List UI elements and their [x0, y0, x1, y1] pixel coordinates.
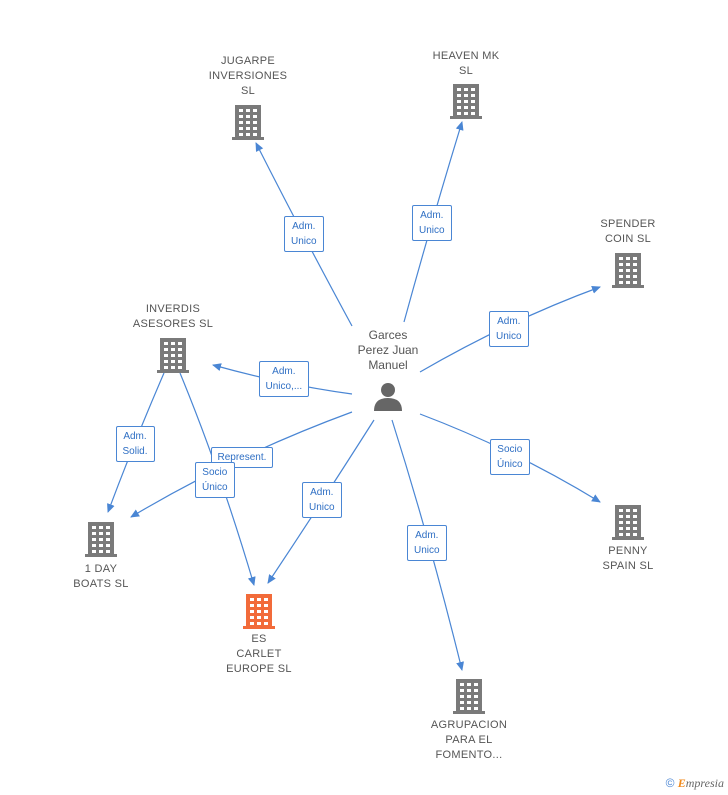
person-icon[interactable] [374, 383, 402, 411]
node-label-penny[interactable]: PENNY SPAIN SL [568, 544, 688, 574]
node-label-line: CARLET [236, 648, 282, 660]
node-label-line: HEAVEN MK [432, 50, 500, 62]
company-building-icon[interactable] [450, 84, 482, 119]
copyright-symbol: © [665, 776, 675, 790]
edge-label-person-to-spender[interactable]: Adm. Unico [489, 311, 529, 347]
node-label-spender[interactable]: SPENDER COIN SL [568, 217, 688, 247]
node-label-line: JUGARPE [220, 55, 276, 67]
edge-label-line: Socio [202, 467, 228, 478]
node-label-line: PENNY [608, 545, 648, 557]
edge-label-line: Solid. [122, 446, 148, 457]
edge-label-person-to-escarlet[interactable]: Adm. Unico [302, 482, 342, 518]
company-building-icon[interactable] [612, 253, 644, 288]
edge-label-line: Adm. [292, 221, 316, 232]
node-label-line: INVERSIONES [208, 70, 288, 82]
node-label-line: Garces [368, 328, 408, 342]
edges-layer [107, 121, 601, 671]
company-building-icon[interactable] [232, 105, 264, 140]
edge-label-person-to-inverdis[interactable]: Adm. Unico,... [258, 361, 310, 397]
edge-label-line: Unico,... [265, 381, 303, 392]
node-label-heaven[interactable]: HEAVEN MK SL [406, 49, 526, 79]
node-label-line: INVERDIS [145, 303, 201, 315]
node-label-jugarpe[interactable]: JUGARPE INVERSIONES SL [188, 54, 308, 99]
edge-label-line: Único [497, 459, 523, 470]
node-label-line: Perez Juan [357, 343, 419, 357]
edge-label-line: Adm. [123, 431, 147, 442]
brand-name: mpresia [685, 776, 724, 790]
edge-label-person-to-heaven[interactable]: Adm. Unico [412, 205, 452, 241]
edge-label-line: Unico [414, 545, 440, 556]
company-building-icon[interactable] [612, 505, 644, 540]
focus-company-building-icon[interactable] [243, 594, 275, 629]
node-label-line: COIN SL [604, 233, 652, 245]
node-label-line: 1 DAY [84, 563, 118, 575]
node-label-line: EUROPE SL [226, 663, 292, 675]
edge-label-line: Unico [309, 502, 335, 513]
node-label-line: PARA EL [445, 734, 493, 746]
company-building-icon[interactable] [157, 338, 189, 373]
edge-label-line: Socio [497, 444, 523, 455]
edge-label-line: Adm. [497, 316, 521, 327]
node-label-line: SPENDER [600, 218, 656, 230]
node-label-line: AGRUPACION [430, 719, 508, 731]
brand-logo: Empresia [678, 776, 724, 790]
node-label-inverdis[interactable]: INVERDIS ASESORES SL [113, 302, 233, 332]
node-label-line: SPAIN SL [602, 560, 654, 572]
node-label-escarlet[interactable]: ES CARLET EUROPE SL [199, 632, 319, 677]
company-building-icon[interactable] [85, 522, 117, 557]
edge-label-line: Adm. [420, 210, 444, 221]
edge-label-line: Represent. [217, 451, 267, 463]
node-label-line: ES [251, 633, 267, 645]
edge-label-line: Adm. [310, 487, 334, 498]
brand-initial: E [677, 776, 686, 790]
edge-label-line: Unico [291, 236, 317, 247]
node-label-line: BOATS SL [73, 578, 129, 590]
nodes-layer [85, 84, 644, 714]
company-building-icon[interactable] [453, 679, 485, 714]
node-label-line: Manuel [368, 358, 408, 372]
edge-label-line: Unico [419, 225, 445, 236]
node-label-agrupacion[interactable]: AGRUPACION PARA EL FOMENTO... [409, 718, 529, 763]
node-label-line: ASESORES SL [132, 318, 214, 330]
node-label-line: SL [240, 85, 256, 97]
edge-label-inverdis-to-oneday[interactable]: Adm. Solid. [115, 426, 155, 462]
edge-label-person-to-agrupacion[interactable]: Adm. Unico [407, 525, 447, 561]
edge-label-person-to-jugarpe[interactable]: Adm. Unico [284, 216, 324, 252]
node-label-oneday[interactable]: 1 DAY BOATS SL [41, 562, 161, 592]
edge-label-line: Adm. [272, 366, 296, 377]
node-label-line: FOMENTO... [435, 749, 503, 761]
node-label-line: SL [458, 65, 474, 77]
edge-label-line: Unico [496, 331, 522, 342]
edge-label-line: Único [202, 482, 228, 493]
edge-label-line: Adm. [415, 530, 439, 541]
footer-brand: © Empresia [666, 776, 724, 791]
